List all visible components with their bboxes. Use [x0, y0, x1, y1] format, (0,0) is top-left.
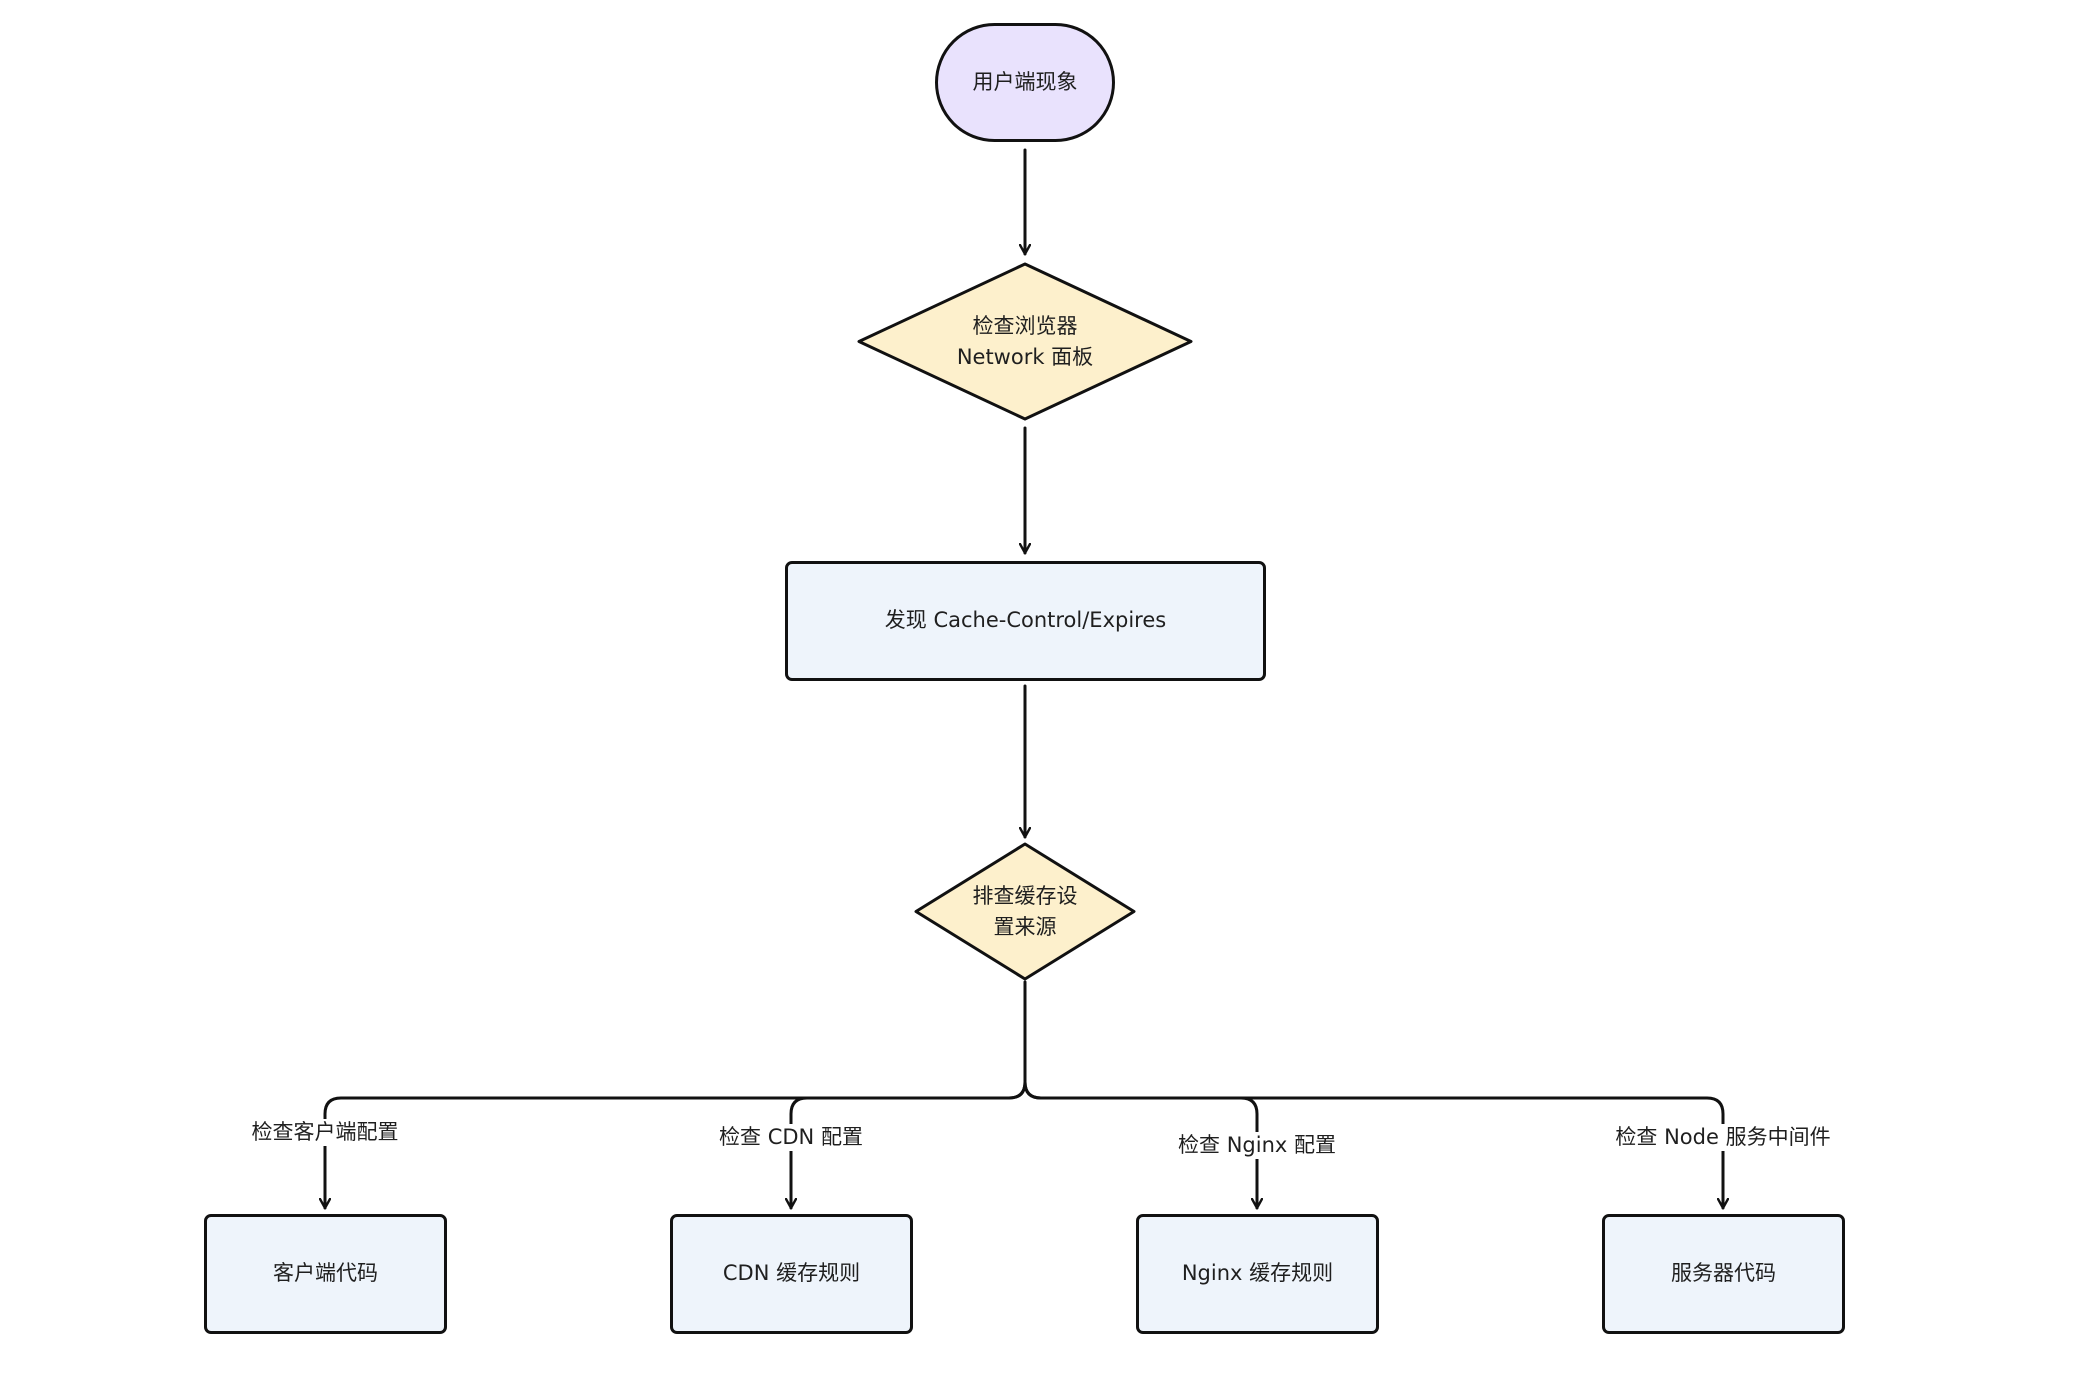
- check-network-decision: 检查浏览器 Network 面板: [857, 262, 1193, 421]
- check-network-diamond-shape: [857, 262, 1193, 421]
- check-network-label: 检查浏览器 Network 面板: [956, 314, 1094, 369]
- edge-label-node-middleware: 检查 Node 服务中间件: [1613, 1124, 1833, 1151]
- edge-label-client-config: 检查客户端配置: [249, 1119, 401, 1146]
- start-node: 用户端现象: [935, 23, 1115, 142]
- trace-source-decision: 排查缓存设 置来源: [914, 842, 1136, 981]
- client-code-label: 客户端代码: [273, 1261, 378, 1286]
- server-code-label: 服务器代码: [1671, 1261, 1776, 1286]
- client-code-node: 客户端代码: [204, 1214, 447, 1334]
- edge-label-cdn-config: 检查 CDN 配置: [717, 1124, 865, 1151]
- nginx-rules-label: Nginx 缓存规则: [1181, 1261, 1334, 1286]
- trace-source-label: 排查缓存设 置来源: [972, 884, 1078, 939]
- found-headers-node: 发现 Cache-Control/Expires: [785, 561, 1266, 681]
- edge-trace-source-to-client-code: [325, 980, 1027, 1210]
- cdn-rules-node: CDN 缓存规则: [670, 1214, 913, 1334]
- edge-trace-source-to-server-code: [1023, 1080, 1723, 1210]
- edge-trace-source-to-cdn-rules: [791, 1080, 1027, 1210]
- nginx-rules-node: Nginx 缓存规则: [1136, 1214, 1379, 1334]
- cdn-rules-label: CDN 缓存规则: [722, 1261, 861, 1286]
- start-node-label: 用户端现象: [972, 69, 1078, 94]
- trace-source-diamond-shape: [914, 842, 1136, 981]
- found-headers-label: 发现 Cache-Control/Expires: [884, 608, 1167, 633]
- edge-label-nginx-config: 检查 Nginx 配置: [1176, 1132, 1338, 1159]
- server-code-node: 服务器代码: [1602, 1214, 1845, 1334]
